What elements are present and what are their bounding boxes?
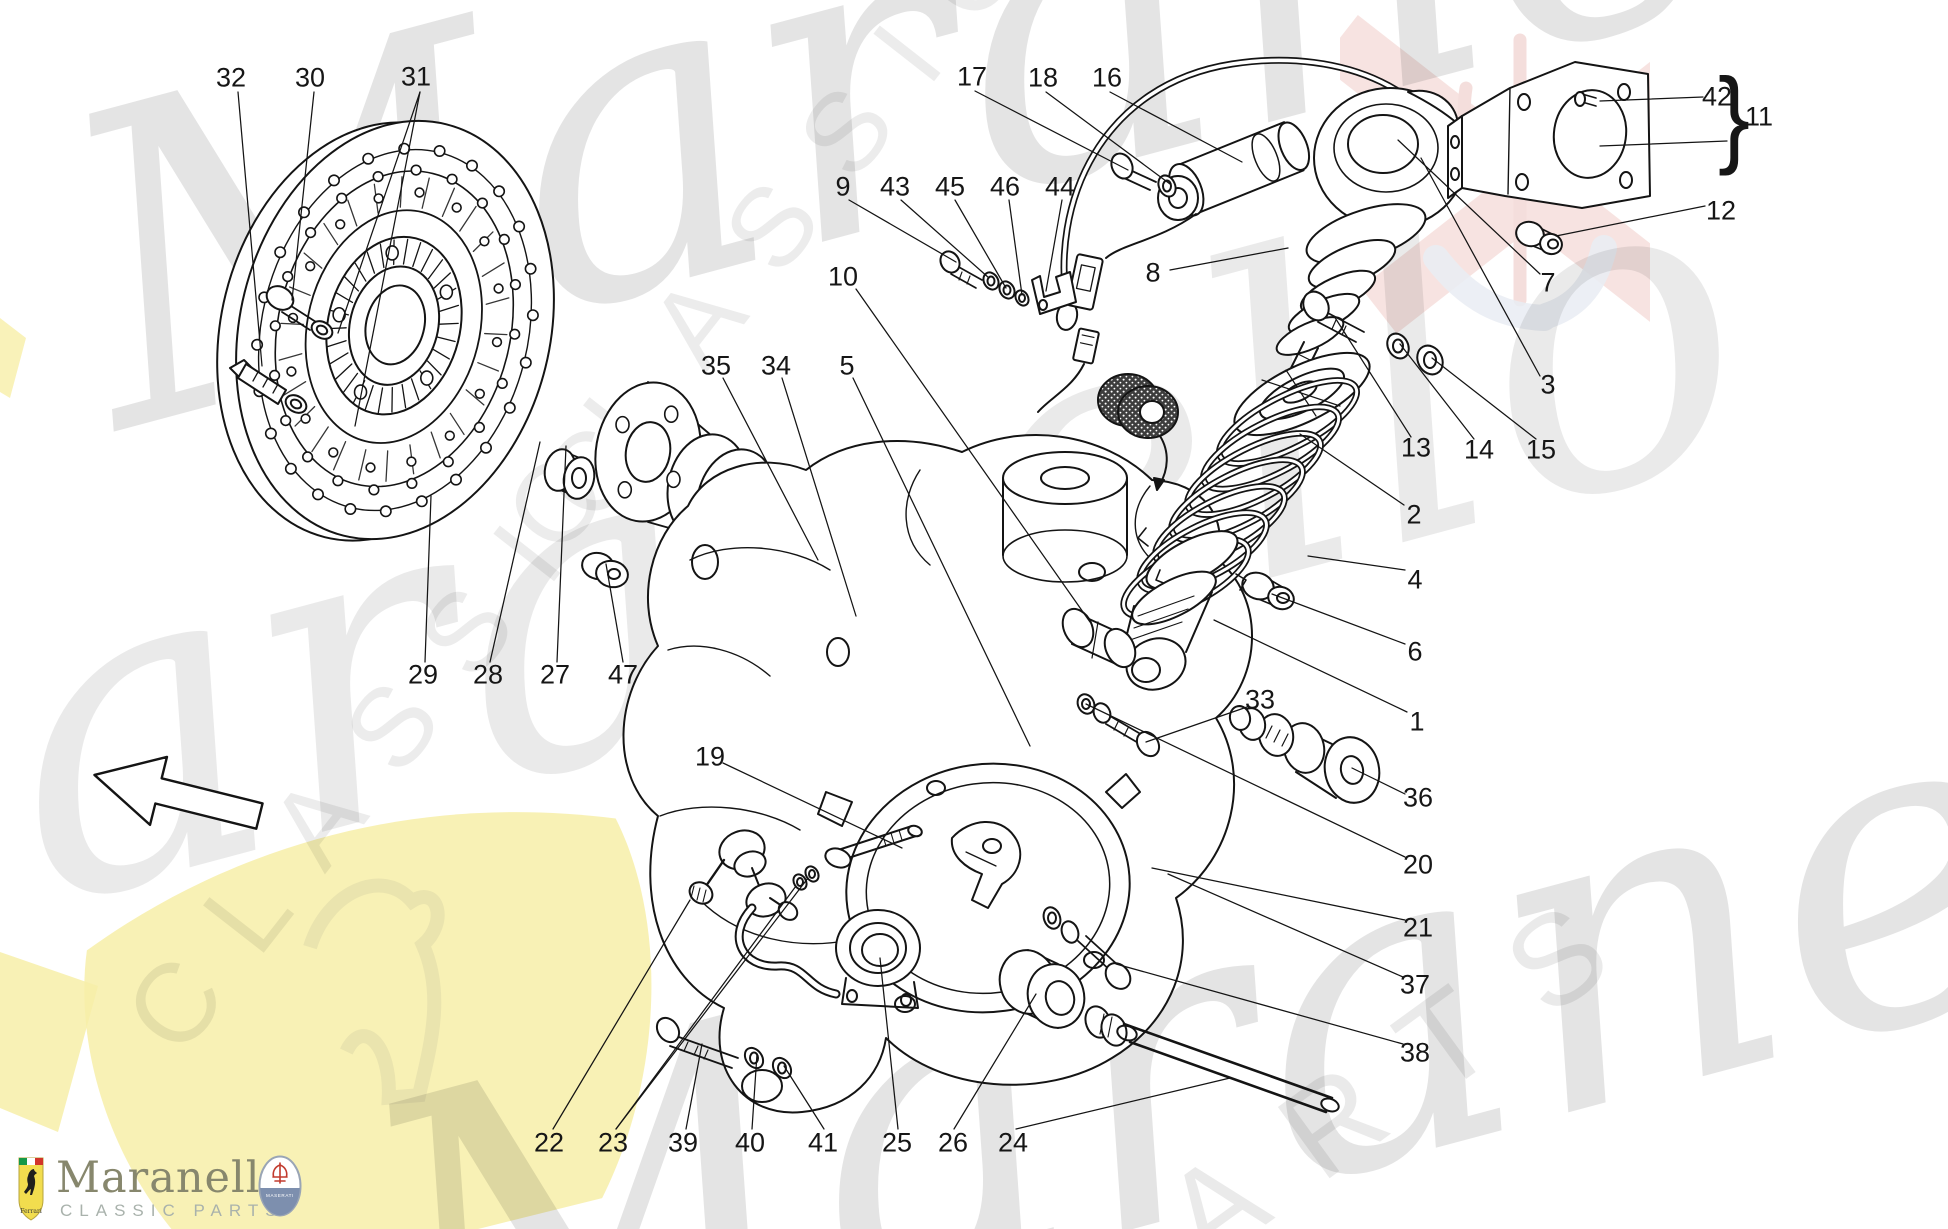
ferrari-shield-watermark xyxy=(0,318,652,1229)
part-label-19: 19 xyxy=(694,741,726,772)
part-label-16: 16 xyxy=(1091,62,1123,93)
part-label-36: 36 xyxy=(1402,782,1434,813)
part-label-11: 11 xyxy=(1744,101,1774,132)
part-label-31: 31 xyxy=(400,61,432,92)
part-label-21: 21 xyxy=(1402,912,1434,943)
brand-tagline: CLASSIC PARTS xyxy=(60,1201,284,1220)
part-label-41: 41 xyxy=(807,1127,839,1158)
part-label-14: 14 xyxy=(1463,434,1495,465)
part-label-4: 4 xyxy=(1407,564,1423,595)
part-label-35: 35 xyxy=(700,350,732,381)
part-label-46: 46 xyxy=(989,171,1021,202)
part-label-32: 32 xyxy=(215,62,247,93)
bushing-12 xyxy=(1515,220,1563,256)
part-label-30: 30 xyxy=(294,62,326,93)
svg-text:Ferrari: Ferrari xyxy=(20,1208,42,1215)
link-stud-19 xyxy=(824,824,923,869)
part-label-40: 40 xyxy=(734,1127,766,1158)
svg-text:MASERATI: MASERATI xyxy=(266,1193,294,1198)
part-label-20: 20 xyxy=(1402,849,1434,880)
brand-name: Maranello xyxy=(56,1153,288,1203)
part-label-5: 5 xyxy=(839,350,855,381)
pivot-pin-36 xyxy=(1228,705,1381,804)
brake-disc xyxy=(216,119,555,542)
mount-bracket-11 xyxy=(1447,61,1651,256)
part-label-13: 13 xyxy=(1400,432,1432,463)
part-label-24: 24 xyxy=(997,1127,1029,1158)
part-label-37: 37 xyxy=(1399,969,1431,1000)
shock-absorber xyxy=(1037,56,1467,691)
part-label-27: 27 xyxy=(539,659,571,690)
part-label-9: 9 xyxy=(835,171,851,202)
part-label-38: 38 xyxy=(1399,1037,1431,1068)
part-label-43: 43 xyxy=(879,171,911,202)
part-label-6: 6 xyxy=(1407,636,1423,667)
part-label-26: 26 xyxy=(937,1127,969,1158)
footer-brand: Ferrari Maranello CLASSIC PARTS MASERATI xyxy=(0,1153,340,1229)
part-label-28: 28 xyxy=(472,659,504,690)
part-label-2: 2 xyxy=(1406,499,1422,530)
plug-47 xyxy=(581,551,629,589)
part-label-45: 45 xyxy=(934,171,966,202)
part-label-8: 8 xyxy=(1145,257,1161,288)
part-label-42: 42 xyxy=(1701,81,1733,112)
maserati-badge-icon: MASERATI xyxy=(258,1155,302,1217)
bolt-38-group xyxy=(1042,906,1132,990)
part-label-10: 10 xyxy=(827,261,859,292)
bolt-13-group xyxy=(1302,290,1444,376)
leader-lines xyxy=(237,90,1728,1130)
part-label-23: 23 xyxy=(597,1127,629,1158)
part-label-39: 39 xyxy=(667,1127,699,1158)
screw-9-group xyxy=(939,250,1077,315)
part-label-29: 29 xyxy=(407,659,439,690)
part-label-12: 12 xyxy=(1705,195,1737,226)
part-label-22: 22 xyxy=(533,1127,565,1158)
ferrari-shield-icon: Ferrari xyxy=(18,1157,44,1221)
part-label-15: 15 xyxy=(1525,434,1557,465)
lower-arm-group xyxy=(655,903,1340,1114)
group-brace-11: } xyxy=(1717,56,1751,177)
part-label-34: 34 xyxy=(760,350,792,381)
part-label-33: 33 xyxy=(1244,684,1276,715)
part-label-1: 1 xyxy=(1409,706,1425,737)
disc-bolt-30 xyxy=(265,285,334,340)
part-label-3: 3 xyxy=(1540,369,1556,400)
abs-sensor-bolt-32 xyxy=(229,359,308,414)
part-label-17: 17 xyxy=(956,61,988,92)
part-label-7: 7 xyxy=(1540,267,1556,298)
part-label-25: 25 xyxy=(881,1127,913,1158)
part-label-44: 44 xyxy=(1044,171,1076,202)
part-label-18: 18 xyxy=(1027,62,1059,93)
part-label-47: 47 xyxy=(607,659,639,690)
direction-arrow-icon xyxy=(93,755,264,830)
